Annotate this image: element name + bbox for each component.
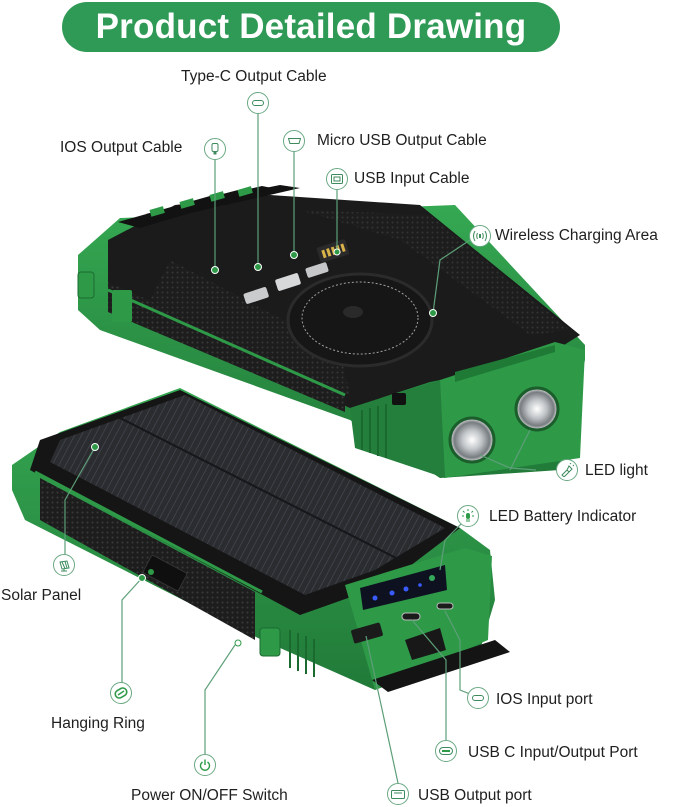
usb-a-plug-icon [326, 168, 348, 190]
wireless-charging-pad [286, 272, 434, 368]
title-banner: Product Detailed Drawing [62, 2, 560, 52]
flashlight-led-1 [448, 416, 496, 464]
usb-c-port-icon [435, 740, 457, 762]
usb-a-port-icon [387, 783, 409, 805]
leader-lines [64, 103, 537, 784]
usb-c-plug-icon [247, 92, 269, 114]
label-usb-c-input-output-port: USB C Input/Output Port [468, 744, 638, 761]
label-hanging-ring: Hanging Ring [51, 715, 145, 732]
page-title: Product Detailed Drawing [95, 7, 527, 46]
battery-indicator-window [360, 565, 447, 610]
power-bank-back-view [77, 185, 585, 478]
label-micro-usb-output-cable: Micro USB Output Cable [317, 132, 487, 149]
flashlight-icon [556, 459, 578, 481]
solar-panel-icon [53, 554, 75, 576]
lightning-port-icon [467, 687, 489, 709]
led-bulb-icon [457, 505, 479, 527]
power-button [259, 627, 281, 657]
label-ios-output-cable: IOS Output Cable [60, 139, 183, 156]
flashlight-led-2 [514, 386, 560, 432]
micro-usb-plug-icon [283, 130, 305, 152]
label-usb-input-cable: USB Input Cable [354, 170, 470, 187]
solar-panel-surface [50, 395, 445, 595]
label-type-c-output-cable: Type-C Output Cable [181, 68, 327, 85]
lightning-port [436, 602, 454, 610]
port-cover-flap [372, 640, 510, 692]
label-led-battery-indicator: LED Battery Indicator [489, 508, 637, 525]
usb-c-port [401, 612, 421, 621]
wireless-signal-icon [469, 225, 491, 247]
lightning-plug-icon [204, 138, 226, 160]
label-solar-panel: Solar Panel [1, 587, 82, 604]
built-in-cables [118, 185, 350, 304]
label-usb-output-port: USB Output port [418, 787, 532, 804]
label-wireless-charging-area: Wireless Charging Area [495, 227, 658, 244]
power-bank-front-view [12, 388, 510, 692]
power-icon [194, 754, 216, 776]
carabiner-icon [110, 682, 132, 704]
label-led-light: LED light [585, 462, 648, 479]
usb-a-port [351, 622, 383, 644]
label-power-switch: Power ON/OFF Switch [131, 787, 288, 804]
label-ios-input-port: IOS Input port [496, 691, 593, 708]
